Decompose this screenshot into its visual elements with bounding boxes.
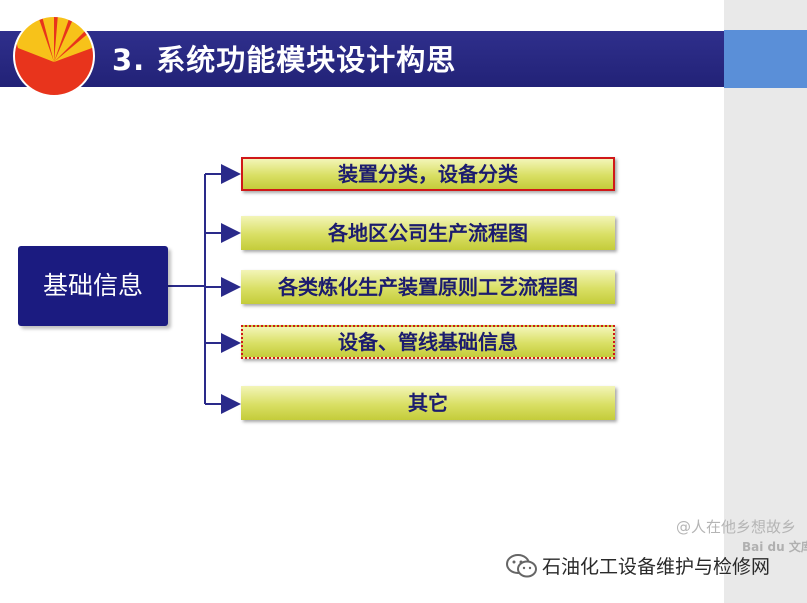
watermark-author: @人在他乡想故乡 <box>676 518 797 536</box>
connector-lines <box>168 164 241 414</box>
node-regional-process-flow[interactable]: 各地区公司生产流程图 <box>241 216 615 250</box>
wechat-icon <box>506 554 537 578</box>
title-bar <box>0 31 724 87</box>
page-title: 3. 系统功能模块设计构思 <box>112 43 457 77</box>
root-node-basic-info: 基础信息 <box>18 246 168 326</box>
node-refining-process-flow[interactable]: 各类炼化生产装置原则工艺流程图 <box>241 270 615 304</box>
petrochina-logo-icon <box>13 15 95 97</box>
watermark-baidu: Bai du 文库 <box>742 540 807 554</box>
side-panel-accent <box>724 30 807 88</box>
node-device-classification[interactable]: 装置分类，设备分类 <box>241 157 615 191</box>
side-panel <box>724 0 807 603</box>
node-other[interactable]: 其它 <box>241 386 615 420</box>
node-equipment-pipeline-info[interactable]: 设备、管线基础信息 <box>241 325 615 359</box>
account-name: 石油化工设备维护与检修网 <box>542 556 771 578</box>
